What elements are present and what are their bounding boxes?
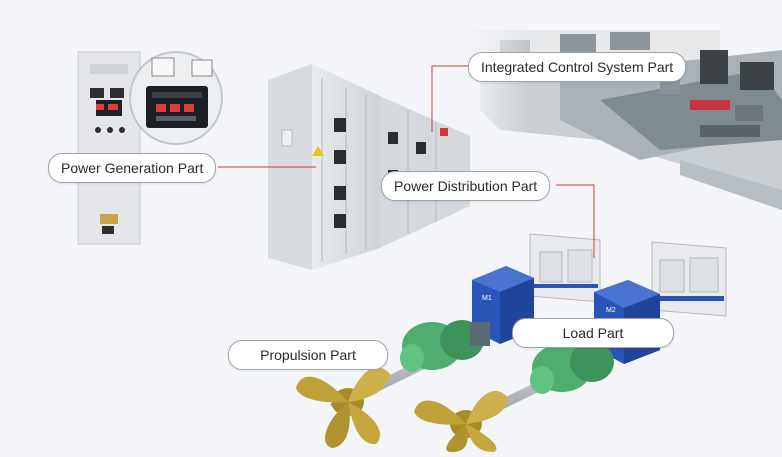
label-power-distribution: Power Distribution Part	[381, 171, 551, 201]
label-load: Load Part	[512, 318, 674, 348]
leader-lines	[218, 65, 595, 258]
propeller-2	[414, 390, 508, 452]
load-panel-1	[529, 233, 601, 303]
leader-integrated-control	[431, 65, 468, 132]
propeller-1	[296, 367, 390, 448]
load-panel-2	[651, 241, 727, 317]
label-propulsion: Propulsion Part	[228, 340, 388, 370]
label-power-generation: Power Generation Part	[48, 153, 217, 183]
generator-detail-magnifier	[129, 51, 223, 145]
generator-cabinet	[77, 51, 141, 245]
gearbox-1	[400, 320, 490, 372]
motor-m1-label: M1	[482, 295, 492, 302]
control-console	[460, 28, 782, 218]
motor-m2-label: M2	[606, 307, 616, 314]
label-integrated-control-system: Integrated Control System Part	[468, 52, 687, 82]
gearbox-2	[530, 342, 614, 394]
leader-power-distribution	[556, 184, 595, 258]
